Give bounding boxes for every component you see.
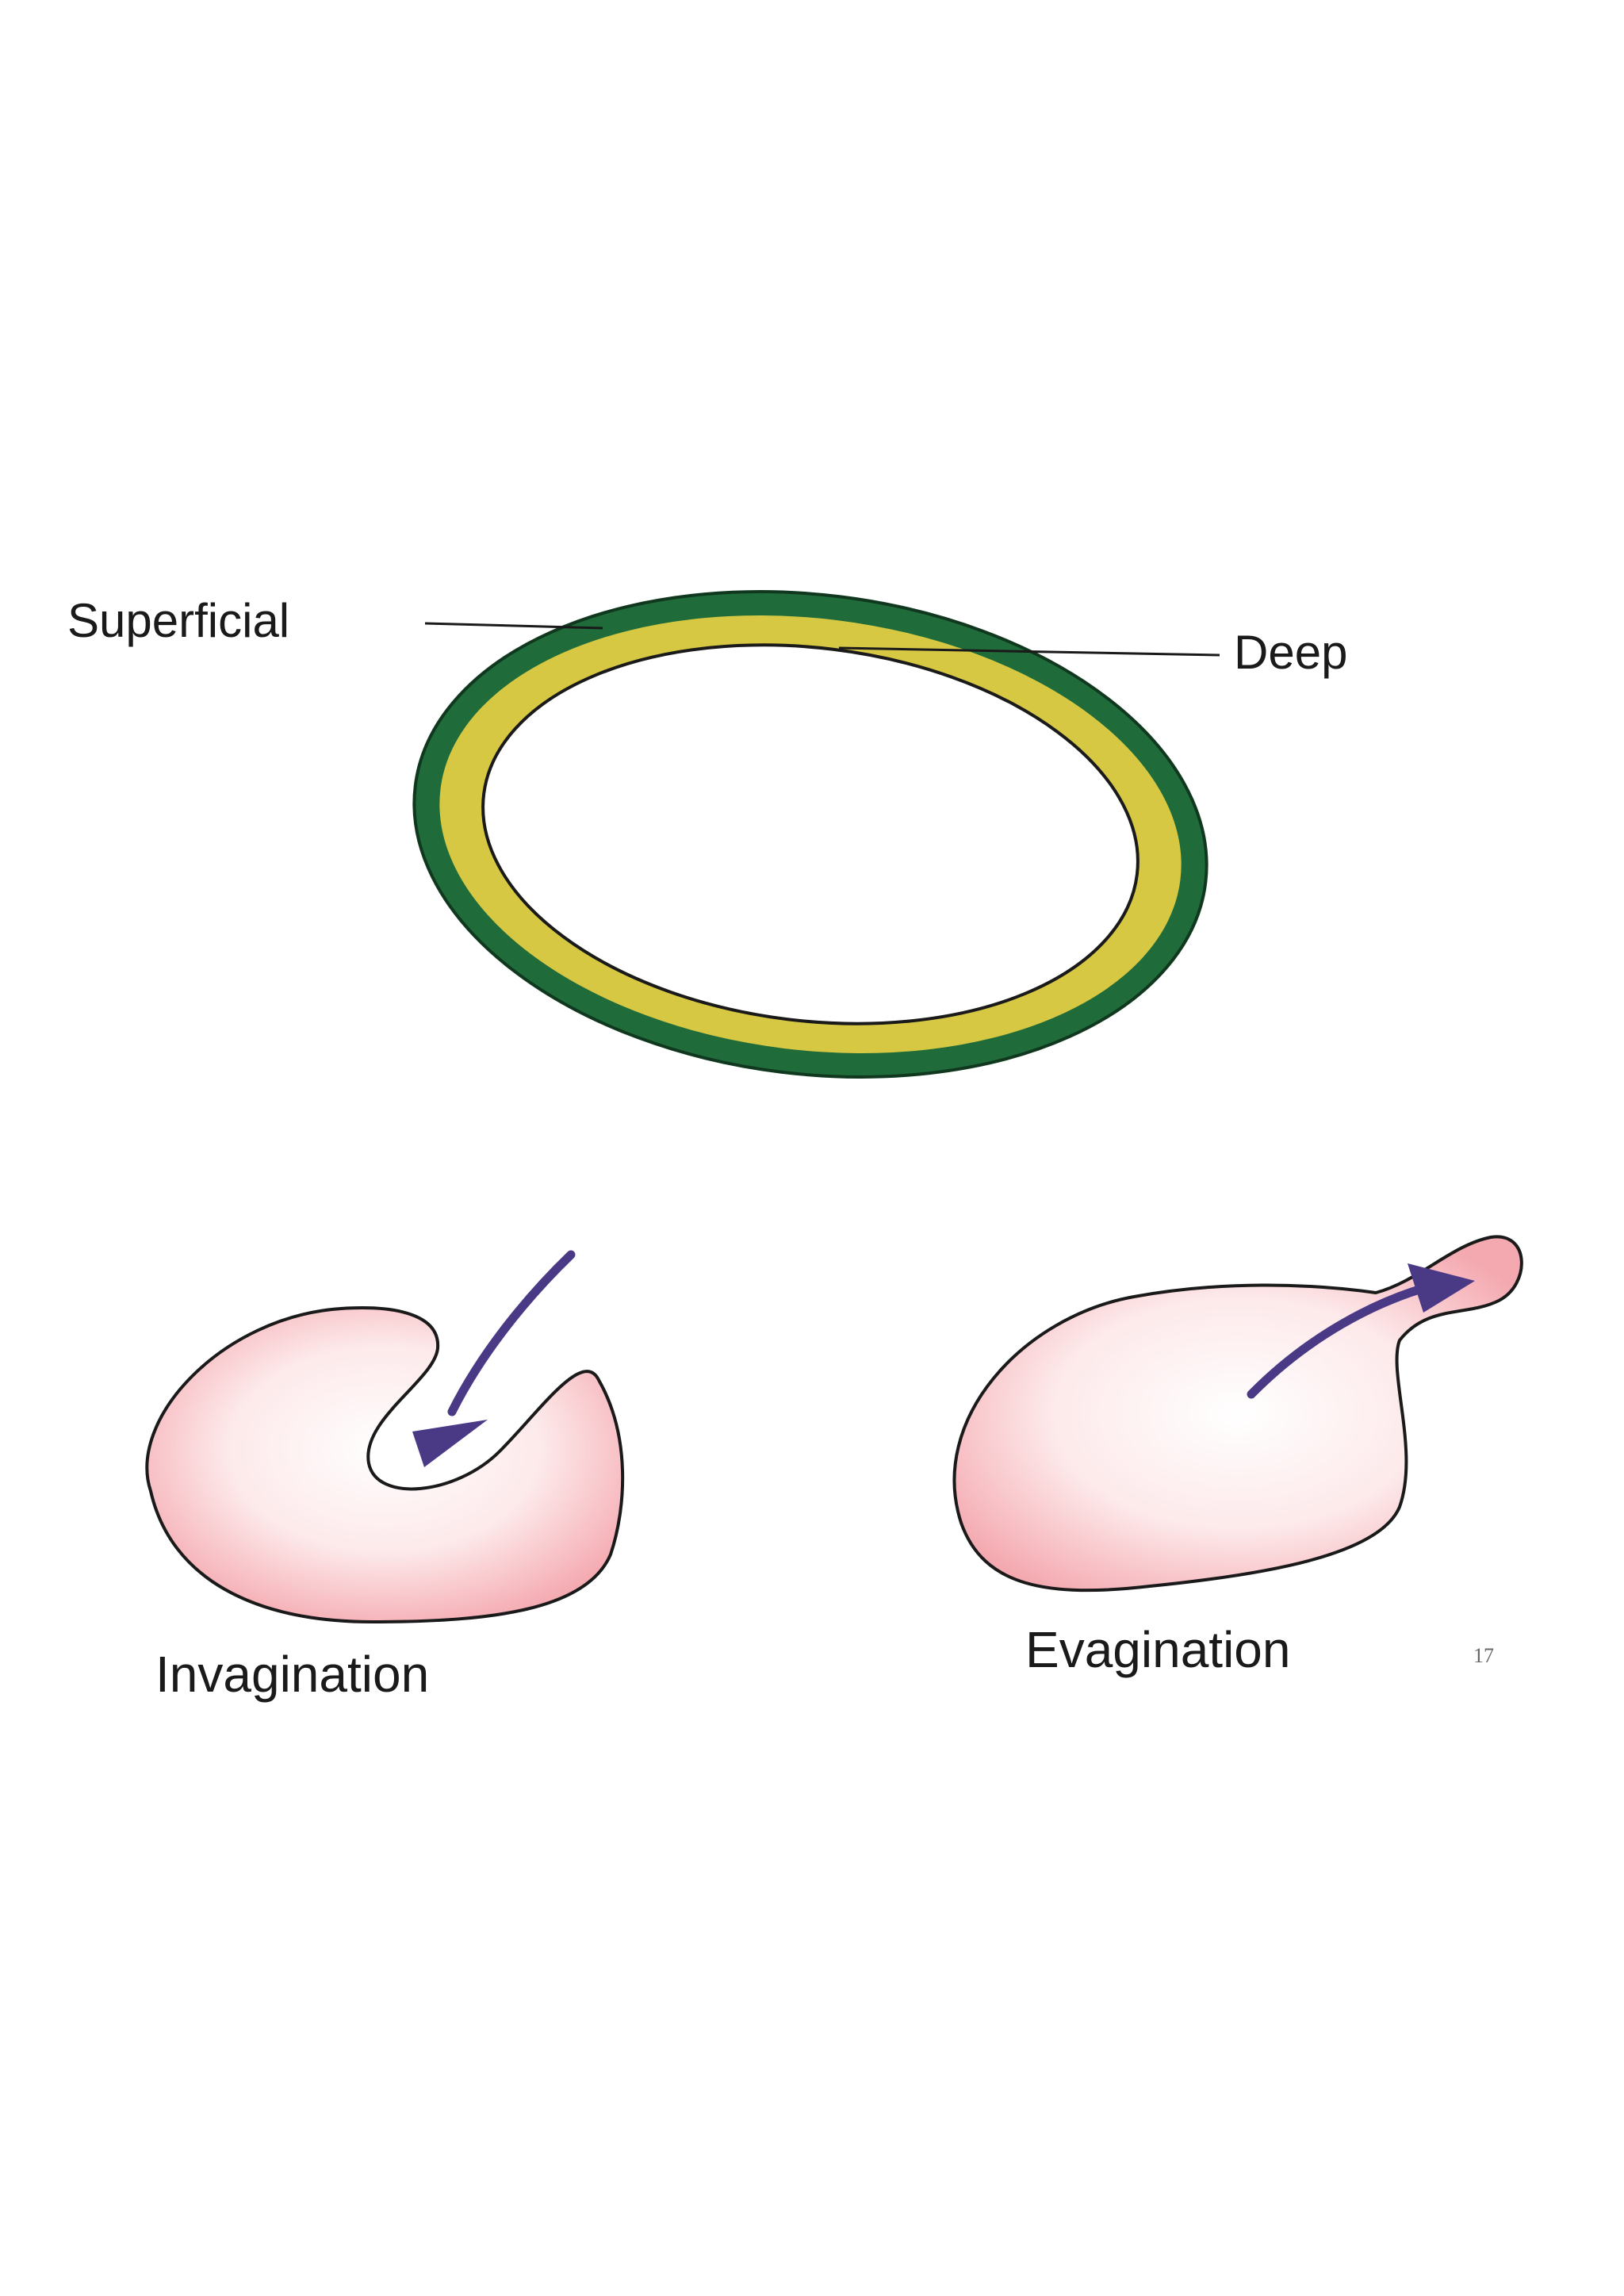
invagination-figure <box>145 1250 625 1624</box>
evagination-figure <box>952 1235 1523 1593</box>
invagination-label: Invagination <box>155 1646 429 1703</box>
evagination-label: Evagination <box>1025 1621 1290 1678</box>
page-number: 17 <box>1473 1644 1494 1667</box>
evagination-arrow-shaft <box>1247 1280 1440 1399</box>
superficial-leader-line <box>424 622 603 630</box>
lumen <box>481 643 1139 1025</box>
deep-label: Deep <box>1234 626 1347 679</box>
superficial-label: Superficial <box>67 594 289 647</box>
evagination-blob <box>952 1235 1523 1593</box>
evagination-arrow-head <box>1408 1263 1475 1313</box>
tube-cross-section <box>412 590 1208 1079</box>
deep-leader-line <box>838 646 1220 657</box>
invagination-arrow-head <box>412 1420 488 1467</box>
invagination-arrow-shaft <box>447 1250 576 1416</box>
invagination-blob <box>145 1306 625 1624</box>
